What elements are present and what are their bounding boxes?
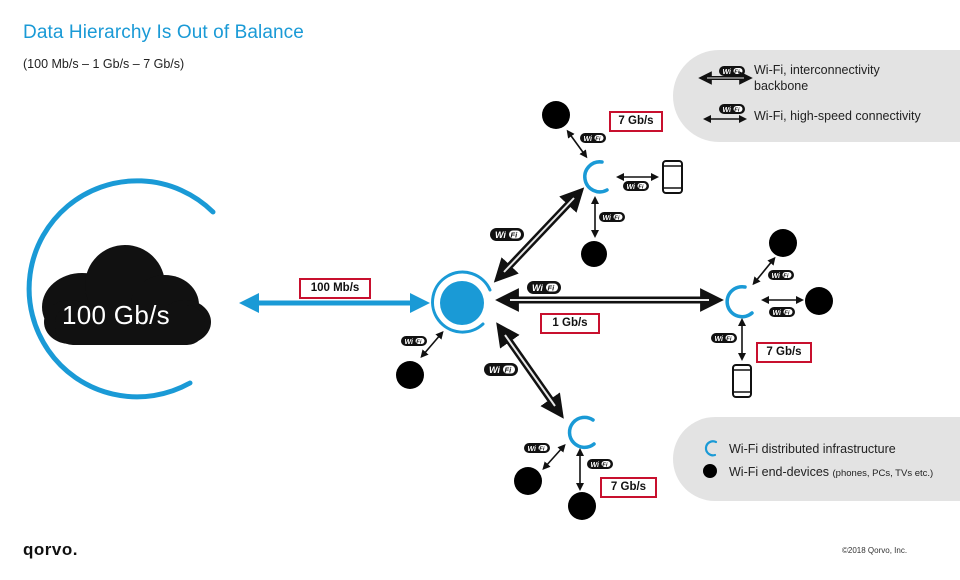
wifi-badge-icon [484, 363, 518, 376]
rate-box-cloud-hub: 100 Mb/s [299, 278, 371, 299]
device-dot [396, 361, 424, 389]
legend-end-devices: Wi-Fi end-devices (phones, PCs, TVs etc.… [729, 464, 933, 482]
backbone-arrow-hub-top [493, 187, 585, 283]
wifi-badge-icon [401, 336, 427, 346]
wifi-badge-icon [711, 333, 737, 343]
legend-end-devices-main: Wi-Fi end-devices [729, 465, 830, 479]
backbone-arrow-hub-bottom [496, 322, 564, 419]
legend-infrastructure: Wi-Fi distributed infrastructure [729, 442, 896, 456]
hub-node [440, 281, 484, 325]
rate-box-top-node: 7 Gb/s [609, 111, 663, 132]
rate-box-hub-right: 1 Gb/s [540, 313, 600, 334]
cloud-ring [26, 178, 216, 400]
legend-backbone-line2: backbone [754, 79, 809, 93]
device-dot [542, 101, 570, 129]
wifi-badge-icon [490, 228, 524, 241]
rate-box-right-node: 7 Gb/s [756, 342, 812, 363]
wifi-badge-icon [719, 104, 745, 114]
node-ring-right [725, 284, 754, 319]
legend-ring-icon [704, 440, 718, 457]
legend-end-devices-small: (phones, PCs, TVs etc.) [832, 468, 934, 479]
qorvo-logo: qorvo. [23, 540, 78, 559]
rate-box-bottom-node: 7 Gb/s [600, 477, 657, 498]
device-dot [769, 229, 797, 257]
wifi-badge-icon [599, 212, 625, 222]
cloud-label: 100 Gb/s [62, 300, 170, 330]
copyright: ©2018 Qorvo, Inc. [842, 546, 908, 555]
device-dot [805, 287, 833, 315]
wifi-badge-icon [719, 66, 745, 76]
wifi-badge-icon [768, 270, 794, 280]
legend-panel-bottom [673, 417, 960, 501]
wifi-badge-icon [524, 443, 550, 453]
page-title: Data Hierarchy Is Out of Balance [23, 22, 304, 43]
wifi-badge-icon [580, 133, 606, 143]
legend-backbone: Wi-Fi, interconnectivity backbone [754, 62, 880, 94]
device-dot [514, 467, 542, 495]
page-subtitle: (100 Mb/s – 1 Gb/s – 7 Gb/s) [23, 57, 185, 71]
legend-panel-top [673, 50, 960, 142]
highspeed-arrows [420, 129, 804, 491]
device-dot [581, 241, 607, 267]
cloud-icon [42, 245, 211, 345]
legend-highspeed: Wi-Fi, high-speed connectivity [754, 109, 921, 123]
wifi-badge-icon [527, 281, 561, 294]
node-ring-top [583, 160, 609, 194]
node-ring-bottom [567, 415, 596, 450]
wifi-badge-icon [769, 307, 795, 317]
phone-icon [662, 160, 683, 194]
legend-dot-icon [703, 464, 717, 478]
legend-backbone-line1: Wi-Fi, interconnectivity [754, 63, 880, 77]
phone-icon [732, 364, 752, 398]
wifi-badge-icon [623, 181, 649, 191]
wifi-badge-icon [587, 459, 613, 469]
device-dot [568, 492, 596, 520]
